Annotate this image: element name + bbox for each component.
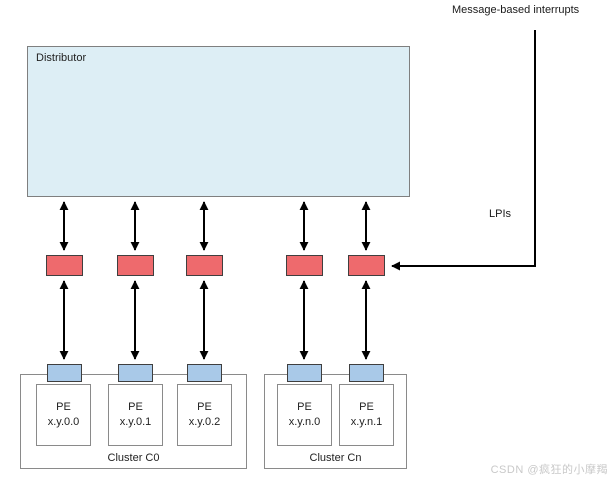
pe-name: PE: [359, 401, 374, 413]
cluster-c0-label: Cluster C0: [107, 452, 160, 464]
cpu-interface-connector-1: [47, 364, 82, 382]
redistributor-box-4: [286, 255, 323, 276]
pe-id: x.y.n.1: [350, 416, 383, 428]
distributor-label: Distributor: [36, 52, 87, 64]
cpu-interface-connector-4: [287, 364, 322, 382]
pe-name: PE: [297, 401, 312, 413]
lpis-label: LPIs: [489, 208, 512, 220]
redistributor-box-3: [186, 255, 223, 276]
arrow-message-interrupts: [391, 30, 536, 271]
pe-box-xy00: PE x.y.0.0: [36, 384, 91, 446]
redistributor-box-1: [46, 255, 83, 276]
pe-name: PE: [128, 401, 143, 413]
redistributor-box-2: [117, 255, 154, 276]
cpu-interface-connector-2: [118, 364, 153, 382]
pe-box-xy01: PE x.y.0.1: [108, 384, 163, 446]
cluster-cn-label: Cluster Cn: [309, 452, 362, 464]
cpu-interface-connector-3: [187, 364, 222, 382]
pe-box-xyn0: PE x.y.n.0: [277, 384, 332, 446]
csdn-watermark: CSDN @疯狂的小摩羯: [490, 464, 608, 476]
message-interrupts-label: Message-based interrupts: [452, 4, 580, 16]
pe-name: PE: [197, 401, 212, 413]
pe-box-xyn1: PE x.y.n.1: [339, 384, 394, 446]
pe-name: PE: [56, 401, 71, 413]
pe-box-xy02: PE x.y.0.2: [177, 384, 232, 446]
cpu-interface-connector-5: [349, 364, 384, 382]
pe-id: x.y.n.0: [288, 416, 321, 428]
pe-id: x.y.0.1: [119, 416, 152, 428]
pe-id: x.y.0.2: [188, 416, 221, 428]
pe-id: x.y.0.0: [47, 416, 80, 428]
redistributor-box-5: [348, 255, 385, 276]
distributor-box: Distributor: [27, 46, 410, 197]
